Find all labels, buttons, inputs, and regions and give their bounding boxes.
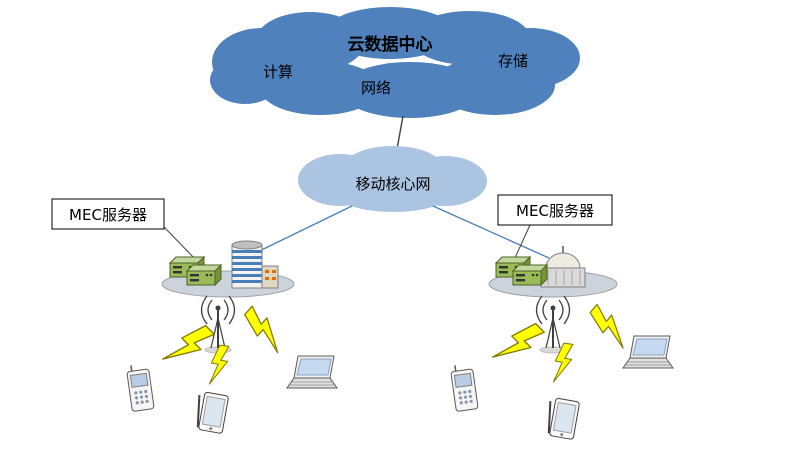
mec-label-box-right bbox=[497, 194, 613, 226]
link-datacenter-core bbox=[396, 115, 404, 150]
cloud-datacenter-title: 云数据中心 bbox=[348, 34, 433, 55]
tablet-icon bbox=[192, 390, 230, 435]
edge-site-left bbox=[161, 240, 295, 354]
cloud-datacenter bbox=[210, 7, 580, 118]
mec-pointer-right bbox=[513, 224, 531, 261]
building-dome-icon bbox=[540, 246, 586, 288]
tablet-icon bbox=[543, 396, 581, 441]
mec-label-left: MEC服务器 bbox=[69, 206, 147, 224]
cloud-core-network bbox=[298, 146, 487, 212]
lightning-bolt-icon bbox=[239, 304, 291, 355]
phone-icon bbox=[125, 362, 155, 413]
server-rack-icon bbox=[186, 264, 222, 286]
mec-callout-right: MEC服务器 bbox=[497, 194, 613, 261]
link-core-left-site bbox=[246, 205, 353, 258]
wireless-links bbox=[161, 302, 636, 387]
building-tower-icon bbox=[231, 240, 279, 289]
core-network-label: 移动核心网 bbox=[355, 175, 430, 193]
lightning-bolt-icon bbox=[161, 319, 216, 375]
server-rack-icon bbox=[512, 264, 548, 286]
laptop-icon bbox=[622, 335, 674, 369]
label-network: 网络 bbox=[361, 79, 391, 97]
user-devices-left bbox=[125, 355, 338, 435]
phone-icon bbox=[449, 362, 479, 413]
edge-site-right bbox=[488, 246, 618, 354]
laptop-icon bbox=[286, 355, 338, 389]
mec-label-box-left bbox=[51, 198, 165, 230]
antenna-icon bbox=[200, 295, 236, 354]
label-compute: 计算 bbox=[263, 63, 293, 81]
mec-callout-left: MEC服务器 bbox=[51, 198, 199, 263]
mec-pointer-left bbox=[163, 226, 199, 263]
label-storage: 存储 bbox=[498, 52, 528, 70]
lightning-bolt-icon bbox=[584, 302, 636, 350]
lightning-bolt-icon bbox=[491, 317, 546, 373]
mec-label-right: MEC服务器 bbox=[516, 202, 594, 220]
link-core-right-site bbox=[432, 205, 550, 259]
